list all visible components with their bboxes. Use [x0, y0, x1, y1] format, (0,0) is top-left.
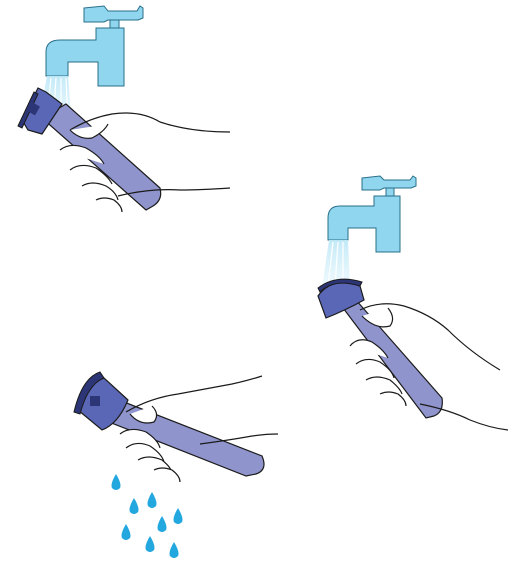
- panel-rinse-under-tap: [18, 6, 230, 212]
- water-drop-icon: [174, 508, 183, 524]
- faucet-icon: [46, 6, 143, 86]
- water-drop-icon: [122, 524, 131, 540]
- water-drop-icon: [170, 542, 179, 558]
- water-drop-icon: [158, 516, 167, 532]
- water-drop-icon: [112, 474, 121, 490]
- panel-drain-filter: [74, 372, 278, 558]
- panel-rinse-inlet-under-tap: [318, 176, 508, 430]
- water-drops: [112, 474, 183, 558]
- water-drop-icon: [148, 492, 157, 508]
- water-drop-icon: [130, 498, 139, 514]
- water-drop-icon: [146, 536, 155, 552]
- filter-cartridge-icon: [74, 372, 264, 476]
